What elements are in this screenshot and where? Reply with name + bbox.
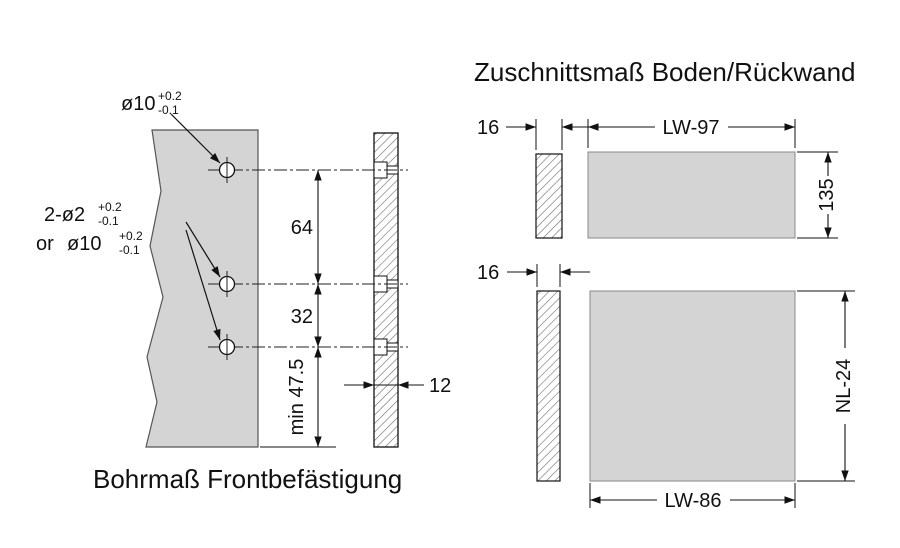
spacing-dimensions: 64 32 min 47.5: [260, 170, 336, 448]
hole-alt-prefix: or: [36, 233, 54, 255]
bottom-height-dimension: NL-24: [797, 290, 855, 482]
top-panel: [587, 151, 796, 239]
front-fixing-diagram: ø10 +0.2 -0.1 2-ø2 +0.2 -0.1 or ø10 +0.2…: [36, 89, 451, 494]
dim-spacing-bottom: 32: [291, 306, 313, 328]
drill-hole-bottom: [218, 334, 236, 360]
bottom-thickness-dimension: 16: [477, 262, 590, 287]
leader-lines: [170, 113, 221, 341]
hole-small-label: 2-ø2 +0.2 -0.1: [44, 200, 122, 228]
top-part: 16 LW-97 135: [477, 117, 838, 239]
cross-section: [373, 132, 399, 448]
top-thickness-dimension: 16: [477, 117, 588, 150]
hole-alt-label: or ø10 +0.2 -0.1: [36, 229, 143, 257]
dim-bottom-width: LW-86: [664, 490, 721, 512]
hole-top-tol-plus: +0.2: [158, 89, 182, 103]
hole-alt-tol-minus: -0.1: [119, 243, 140, 257]
dim-bottom-thickness: 16: [477, 262, 499, 284]
thickness-dimension: 12: [344, 375, 451, 397]
hole-alt-tol-plus: +0.2: [119, 229, 143, 243]
hole-small-dia: 2-ø2: [44, 204, 85, 226]
dim-min-edge: min 47.5: [286, 359, 308, 436]
hole-top-dia: ø10: [121, 93, 155, 115]
hole-centerlines: [208, 169, 408, 348]
drill-hole-middle: [218, 271, 236, 297]
drill-holes: [218, 157, 236, 360]
hole-small-tol-minus: -0.1: [98, 214, 119, 228]
dim-top-height: 135: [816, 178, 838, 211]
left-title: Bohrmaß Frontbefästigung: [93, 464, 402, 494]
cutting-dimensions-diagram: Zuschnittsmaß Boden/Rückwand 16 LW-97: [474, 57, 856, 512]
bottom-strip-section: [536, 290, 561, 482]
bottom-panel: [589, 290, 796, 482]
dim-top-width: LW-97: [662, 117, 719, 139]
hole-top-tol-minus: -0.1: [158, 103, 179, 117]
drill-hole-top: [218, 157, 236, 183]
hole-alt-dia: ø10: [67, 233, 101, 255]
front-panel: [145, 129, 259, 448]
top-height-dimension: 135: [797, 151, 838, 239]
bottom-part: 16 NL-24 LW-86: [477, 262, 855, 512]
top-strip-section: [535, 153, 563, 239]
dim-thickness: 12: [429, 375, 451, 397]
dim-spacing-top: 64: [291, 217, 313, 239]
hole-small-tol-plus: +0.2: [98, 200, 122, 214]
dim-bottom-height: NL-24: [833, 359, 855, 413]
dim-top-thickness: 16: [477, 117, 499, 139]
hole-top-label: ø10 +0.2 -0.1: [121, 89, 182, 117]
bottom-width-dimension: LW-86: [589, 483, 796, 512]
right-title: Zuschnittsmaß Boden/Rückwand: [474, 57, 856, 87]
top-width-dimension: LW-97: [587, 117, 796, 148]
